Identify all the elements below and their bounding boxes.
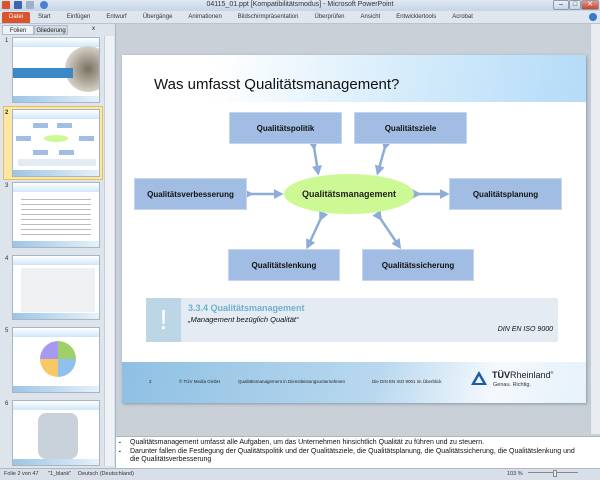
info-source: DIN EN ISO 9000: [497, 326, 553, 333]
tab-bildschirmpraesentation[interactable]: Bildschirmpräsentation: [237, 14, 299, 20]
info-heading: 3.3.4 Qualitätsmanagement: [188, 303, 305, 313]
tab-folien[interactable]: Folien: [2, 25, 34, 35]
tab-ueberpruefen[interactable]: Überprüfen: [314, 14, 345, 20]
note-bullet: Darunter fallen die Festlegung der Quali…: [119, 448, 586, 465]
box-qualitaetsziele: Qualitätsziele: [354, 112, 467, 144]
window-title: 04115_01.ppt [Kompatibilitätsmodus] - Mi…: [206, 1, 394, 8]
exclamation-icon: !: [146, 298, 181, 342]
info-quote: „Management bezüglich Qualität“: [188, 315, 299, 324]
slide-canvas: Was umfasst Qualitätsmanagement? Qualitä…: [122, 55, 586, 403]
arrows-layer: [243, 139, 450, 250]
slide-title: Was umfasst Qualitätsmanagement?: [154, 76, 400, 93]
ribbon-tabs: Datei Start Einfügen Entwurf Übergänge A…: [0, 11, 600, 24]
box-qualitaetssicherung: Qualitätssicherung: [362, 249, 474, 281]
close-pane-button[interactable]: x: [92, 26, 95, 32]
slide-number: 6: [5, 401, 9, 407]
tab-datei[interactable]: Datei: [2, 11, 31, 23]
slide-footer: 2 © TÜV Media GmbH Qualitätsmanagement i…: [122, 362, 586, 403]
notes-pane[interactable]: Qualitätsmanagement umfasst alle Aufgabe…: [116, 436, 600, 468]
info-box: ! 3.3.4 Qualitätsmanagement „Management …: [146, 298, 558, 342]
help-icon[interactable]: [589, 13, 597, 21]
tab-start[interactable]: Start: [38, 14, 51, 20]
tuv-logo-icon: [471, 371, 487, 385]
note-bullet: Qualitätsmanagement umfasst alle Aufgabe…: [119, 439, 586, 448]
redo-icon[interactable]: [40, 1, 48, 9]
slide-thumbnail-1[interactable]: [12, 37, 100, 103]
undo-icon[interactable]: [26, 1, 34, 9]
footer-chapter: Die DIN EN ISO 9001 im Überblick: [372, 379, 442, 384]
tab-uebergaenge[interactable]: Übergänge: [142, 14, 173, 20]
slide-thumbnail-6[interactable]: [12, 400, 100, 466]
slide-vertical-scrollbar[interactable]: [590, 24, 600, 434]
tuv-logo-text: TÜVRheinland®: [492, 370, 554, 380]
slide-number: 2: [5, 110, 9, 116]
arrow-ziele: [374, 139, 392, 176]
status-zoom-level[interactable]: 103 %: [507, 471, 523, 477]
slide-thumbnail-4[interactable]: [12, 255, 100, 320]
status-theme: "1_blank": [48, 471, 72, 477]
title-bar: 04115_01.ppt [Kompatibilitätsmodus] - Mi…: [0, 0, 600, 11]
slide-number: 4: [5, 256, 9, 262]
status-language[interactable]: Deutsch (Deutschland): [78, 471, 134, 477]
arrow-sicherung: [372, 210, 402, 250]
box-qualitaetslenkung: Qualitätslenkung: [228, 249, 340, 281]
box-qualitaetsplanung: Qualitätsplanung: [449, 178, 562, 210]
minimize-button[interactable]: –: [553, 0, 569, 10]
footer-copyright: © TÜV Media GmbH: [179, 379, 221, 384]
maximize-button[interactable]: □: [569, 0, 581, 10]
slide-number: 1: [5, 38, 9, 44]
arrow-lenkung: [306, 210, 329, 250]
powerpoint-app-icon: [2, 1, 10, 9]
slide-thumbnail-5[interactable]: [12, 327, 100, 393]
box-qualitaetspolitik: Qualitätspolitik: [229, 112, 342, 144]
status-bar: Folie 2 von 47 "1_blank" Deutsch (Deutsc…: [0, 468, 600, 480]
close-button[interactable]: ✕: [581, 0, 599, 10]
tab-animationen[interactable]: Animationen: [188, 14, 222, 20]
slide-header-band: [122, 55, 586, 102]
footer-page-number: 2: [149, 379, 152, 384]
status-slide-count: Folie 2 von 47: [4, 471, 39, 477]
tab-acrobat[interactable]: Acrobat: [452, 14, 473, 20]
save-icon[interactable]: [14, 1, 22, 9]
slides-pane-scrollbar[interactable]: [104, 36, 114, 466]
slide-thumbnail-3[interactable]: [12, 182, 100, 248]
tuv-slogan: Genau. Richtig.: [493, 382, 531, 388]
tab-ansicht[interactable]: Ansicht: [360, 14, 381, 20]
box-qualitaetsverbesserung: Qualitätsverbesserung: [134, 178, 247, 210]
slide-thumbnail-2[interactable]: [12, 109, 100, 177]
tab-entwurf[interactable]: Entwurf: [106, 14, 127, 20]
slide-number: 5: [5, 328, 9, 334]
tab-entwicklertools[interactable]: Entwicklertools: [396, 14, 437, 20]
center-qualitaetsmanagement: Qualitätsmanagement: [284, 174, 414, 214]
slide-number: 3: [5, 183, 9, 189]
tab-gliederung[interactable]: Gliederung: [34, 25, 68, 35]
tab-einfuegen[interactable]: Einfügen: [66, 14, 91, 20]
arrow-politik: [308, 140, 322, 176]
zoom-slider-thumb[interactable]: [553, 470, 557, 477]
footer-course: Qualitätsmanagement in Dienstleistungsun…: [238, 379, 346, 384]
